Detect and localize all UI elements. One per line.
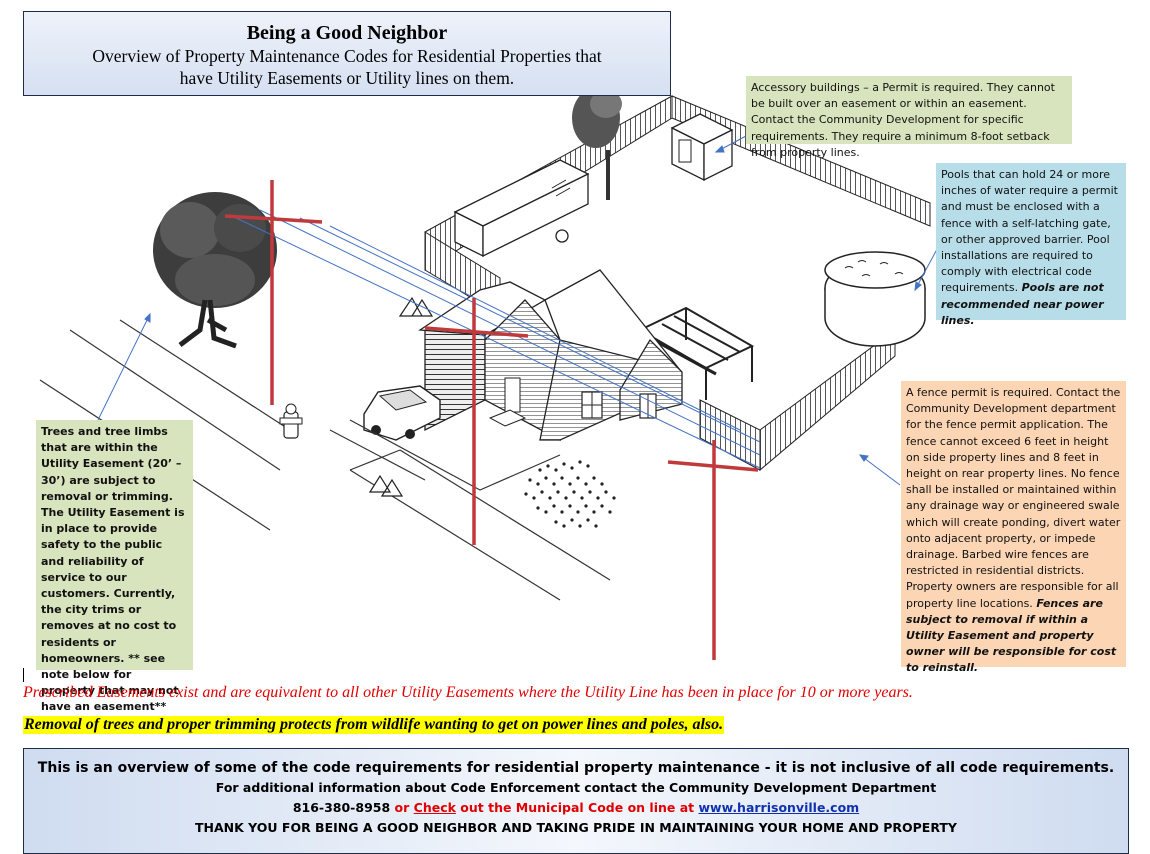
utility-pole-2 — [424, 298, 529, 545]
title-box: Being a Good Neighbor Overview of Proper… — [23, 11, 671, 96]
accessory-buildings-note: Accessory buildings – a Permit is requir… — [746, 76, 1072, 159]
footer-or: or — [390, 800, 414, 815]
fence-note-emphasis: Fences are subject to removal if within … — [906, 596, 1117, 675]
pergola-icon — [637, 306, 755, 400]
utility-wires — [229, 209, 761, 469]
footer-check-link[interactable]: Check — [413, 800, 456, 815]
wildlife-statement: Removal of trees and proper trimming pro… — [23, 716, 725, 734]
flower-bed-icon — [524, 460, 616, 528]
large-tree-icon — [153, 192, 277, 349]
road-lower — [349, 449, 611, 601]
footer-overview: This is an overview of some of the code … — [37, 760, 1115, 776]
pool-note: Pools that can hold 24 or more inches of… — [936, 163, 1126, 327]
transformer-icon — [368, 296, 434, 497]
page-subtitle-line2: have Utility Easements or Utility lines … — [179, 68, 515, 88]
footer-out-text: out the Municipal Code on line at — [455, 800, 699, 815]
prescribed-easements-statement: Prescribed Easements exist and are equiv… — [23, 684, 913, 701]
footer-website-link[interactable]: www.harrisonville.com — [698, 800, 860, 815]
pool-note-text: Pools that can hold 24 or more inches of… — [941, 168, 1118, 295]
fire-hydrant-icon — [279, 403, 303, 439]
house-icon — [418, 269, 683, 442]
footer-box: This is an overview of some of the code … — [23, 748, 1129, 854]
back-tree-icon — [572, 88, 622, 200]
car-icon — [363, 385, 441, 441]
utility-pole-1 — [224, 180, 323, 405]
footer-phone: 816-380-8958 — [292, 800, 391, 815]
footer-phone-line: 816-380-8958 or Check out the Municipal … — [24, 798, 1128, 818]
footer-contact: For additional information about Code En… — [215, 780, 937, 795]
page-subtitle-line1: Overview of Property Maintenance Codes f… — [92, 46, 602, 66]
utility-pole-3 — [667, 440, 759, 660]
callout-arrows — [97, 135, 943, 486]
driveway — [329, 419, 561, 491]
pool-note-emphasis: Pools are not recommended near power lin… — [941, 281, 1104, 327]
fence-note-text: A fence permit is required. Contact the … — [906, 386, 1121, 610]
fence-note: A fence permit is required. Contact the … — [901, 381, 1126, 674]
back-fence-right — [671, 95, 931, 227]
pool-icon — [824, 251, 926, 347]
shed-icon — [670, 113, 734, 182]
text-cursor — [23, 668, 24, 682]
footer-thanks: THANK YOU FOR BEING A GOOD NEIGHBOR AND … — [195, 820, 957, 835]
trailer-icon — [453, 159, 590, 258]
page-title: Being a Good Neighbor — [246, 22, 448, 44]
trees-note: Trees and tree limbs that are within the… — [36, 420, 193, 713]
